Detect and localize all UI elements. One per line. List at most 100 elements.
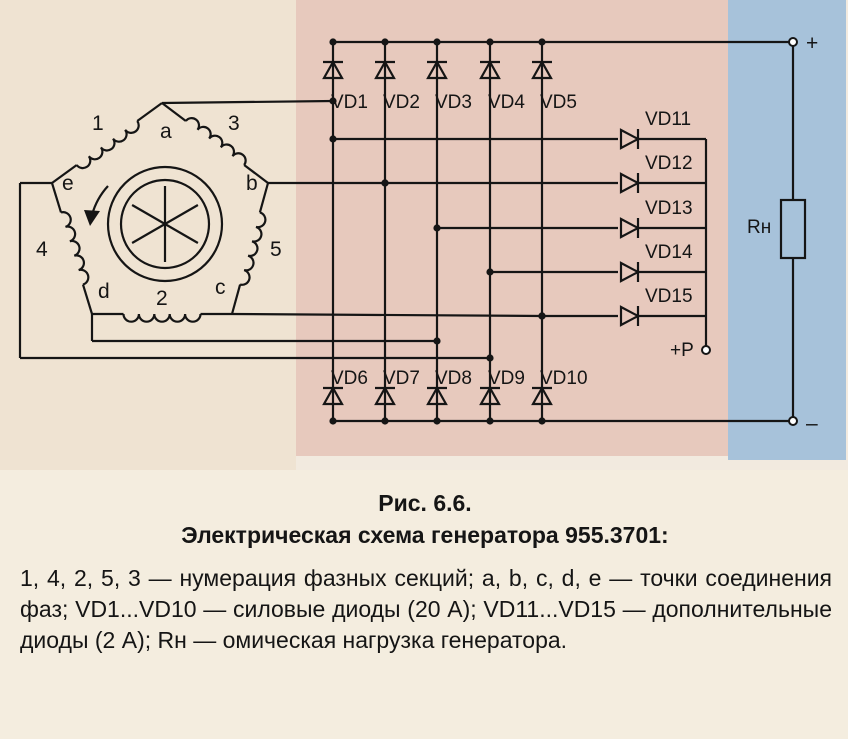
stator-windings [50, 102, 270, 323]
power-diode-bottom [426, 385, 448, 406]
diode-triangle [322, 59, 344, 80]
coil-turns [60, 211, 90, 286]
caption-panel [0, 470, 848, 739]
section-number-label: 4 [36, 238, 48, 261]
junction-dot [433, 38, 441, 46]
coil-lead [136, 102, 163, 122]
power-diode-bottom-label: VD8 [435, 368, 472, 389]
diode-triangle [531, 59, 553, 80]
junction-dot [538, 417, 546, 425]
figure-legend: 1, 4, 2, 5, 3 — нумерация фазных секций;… [20, 565, 832, 653]
coil-lead [51, 164, 78, 184]
minus-label: – [806, 412, 818, 435]
power-diode-top [426, 59, 448, 80]
diode-triangle [619, 305, 641, 327]
plus-label: + [806, 32, 818, 55]
phase-coil [230, 182, 270, 315]
junction-dot [381, 38, 389, 46]
phase-c-wire [231, 312, 543, 318]
phase-point-label: e [62, 172, 74, 195]
junction-dot [486, 417, 494, 425]
junction-dot [329, 417, 337, 425]
coil-lead [243, 164, 269, 184]
power-diode-bottom-label: VD10 [540, 368, 588, 389]
coil-turns [75, 120, 140, 170]
phase-point-label: d [98, 280, 110, 303]
coil-lead [50, 182, 63, 213]
junction-dot [433, 337, 441, 345]
minus-terminal [788, 416, 798, 426]
power-diode-bottom-label: VD7 [383, 368, 420, 389]
junction-dot [329, 135, 337, 143]
section-number-label: 1 [92, 112, 104, 135]
junction-dot [329, 97, 337, 105]
diode-triangle [374, 59, 396, 80]
power-diode-bottom-label: VD9 [488, 368, 525, 389]
junction-dot [381, 179, 389, 187]
extra-diode-label: VD15 [645, 286, 693, 307]
power-diode-bottom [479, 385, 501, 406]
power-diode-top [374, 59, 396, 80]
coil-lead [258, 182, 270, 213]
phase-point-label: c [215, 276, 226, 299]
junction-dot [486, 268, 494, 276]
extra-diode-label: VD12 [645, 153, 693, 174]
diode-triangle [619, 172, 641, 194]
coil-turns [184, 117, 247, 166]
extra-diode-label: VD13 [645, 198, 693, 219]
diode-triangle [426, 385, 448, 406]
phase-point-label: b [246, 172, 258, 195]
power-diode-top-label: VD4 [488, 92, 525, 113]
phase-a-wire [161, 99, 334, 105]
rotor-inner [119, 178, 211, 270]
junction-dot [433, 224, 441, 232]
power-diode-bottom-label: VD6 [331, 368, 368, 389]
figure-caption: Рис. 6.6. Электрическая схема генератора… [12, 488, 838, 550]
coil-lead [161, 102, 187, 122]
figure-title: Электрическая схема генератора 955.3701: [181, 522, 669, 548]
diode-triangle [531, 385, 553, 406]
phase-coil [161, 102, 269, 184]
section-number-label: 5 [270, 238, 282, 261]
junction-dot [538, 38, 546, 46]
rotor-spoke [131, 204, 199, 244]
extra-diode-label: VD14 [645, 242, 693, 263]
power-diode-top [531, 59, 553, 80]
diode-triangle [374, 385, 396, 406]
phase-coil [92, 312, 232, 323]
junction-dot [433, 417, 441, 425]
phase-coil [51, 102, 163, 184]
power-diode-top-label: VD1 [331, 92, 368, 113]
junction-dot [486, 38, 494, 46]
diode-triangle [619, 261, 641, 283]
blue-panel [728, 0, 846, 460]
junction-dot [538, 312, 546, 320]
power-diode-top-label: VD2 [383, 92, 420, 113]
load-label: Rн [747, 217, 771, 238]
junction-dot [329, 38, 337, 46]
diode-triangle [322, 385, 344, 406]
power-diode-top [322, 59, 344, 80]
diode-triangle [619, 217, 641, 239]
phase-coil [50, 182, 94, 315]
extra-diode-label: VD11 [645, 109, 691, 130]
diode-triangle [426, 59, 448, 80]
diode-triangle [479, 385, 501, 406]
coil-lead [230, 284, 242, 315]
power-diode-bottom [322, 385, 344, 406]
power-diode-top [479, 59, 501, 80]
p-label: +P [670, 340, 694, 361]
diode-triangle [619, 128, 641, 150]
rotation-arrowhead [84, 210, 100, 226]
coil-turns [122, 313, 202, 323]
junction-dot [486, 354, 494, 362]
p-terminal [701, 345, 711, 355]
rotor-outer [106, 165, 224, 283]
coil-lead [81, 284, 94, 315]
rotor-spokes [131, 186, 199, 262]
junction-dot [381, 417, 389, 425]
phase-point-label: a [160, 120, 172, 143]
